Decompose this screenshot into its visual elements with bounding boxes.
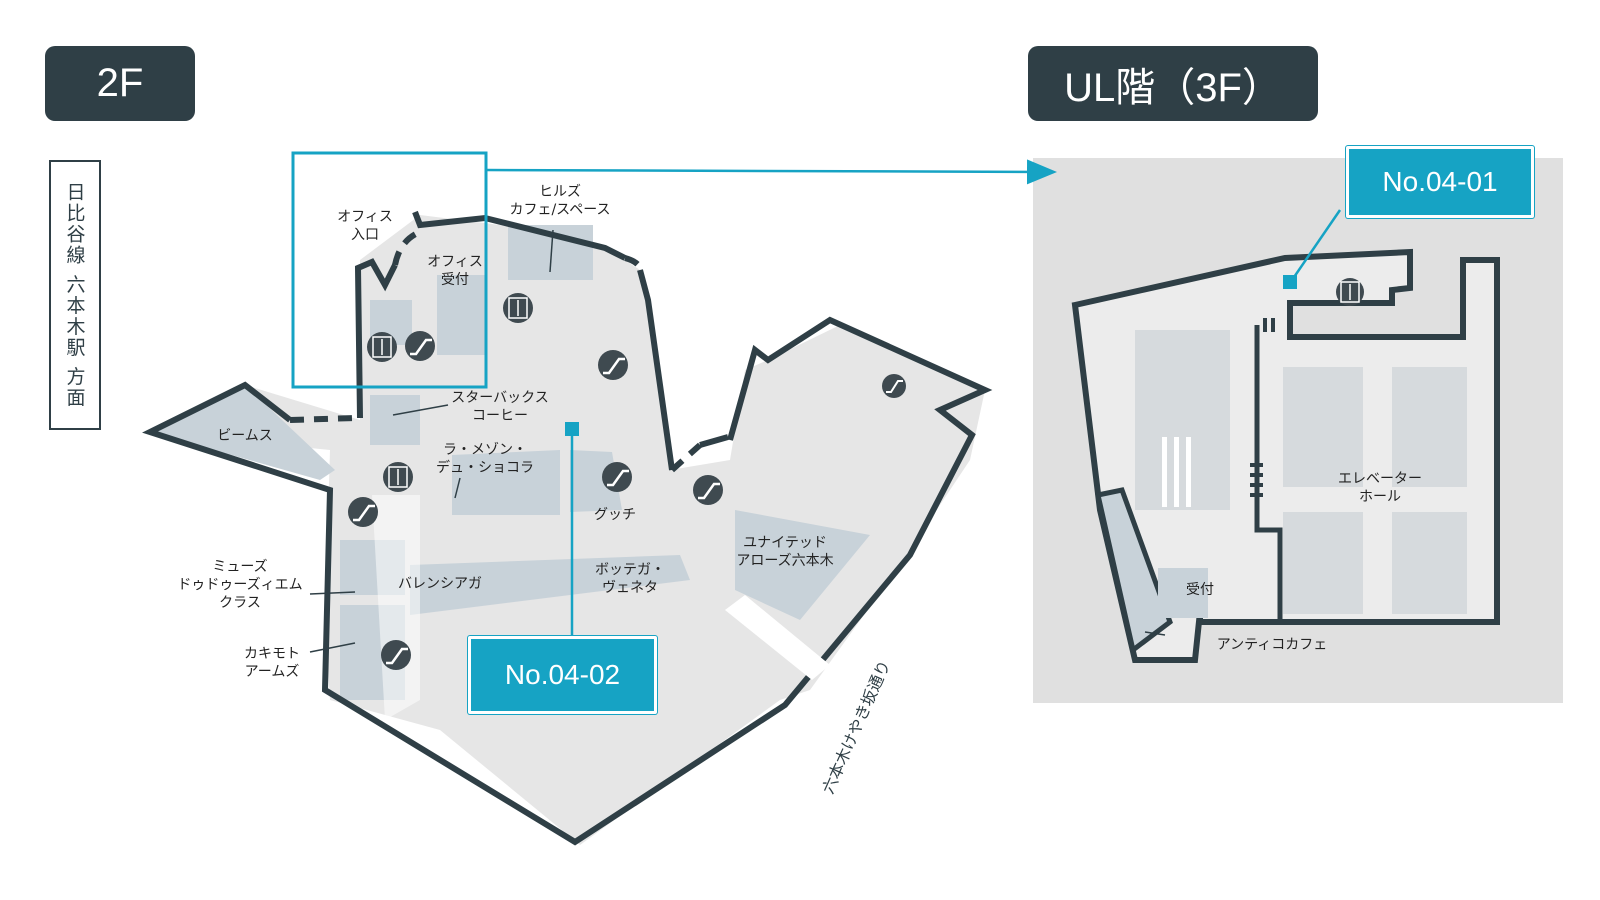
zoom-arrow — [485, 159, 1057, 185]
label-office-entrance: オフィス 入口 — [337, 209, 393, 243]
label-la-maison: ラ・メゾン・ デュ・ショコラ — [436, 442, 534, 476]
label-starbucks: スターバックス コーヒー — [451, 390, 549, 424]
elevator-icon — [1336, 278, 1364, 306]
floor-badge-2f: 2F — [45, 46, 195, 121]
callout-04-02: No.04-02 — [468, 636, 657, 714]
escalator-icon — [693, 475, 723, 505]
label-united-arrows: ユナイテッド アローズ六本木 — [736, 535, 834, 569]
escalator-icon — [602, 462, 632, 492]
label-antico-cafe: アンティコカフェ — [1216, 637, 1328, 653]
2f-floor-plan — [142, 210, 993, 846]
street-label: 六本木けやき坂通り — [818, 657, 894, 796]
elevator-icon — [383, 462, 413, 492]
label-elevator-hall: エレベーター ホール — [1338, 471, 1422, 505]
escalator-icon — [882, 374, 906, 398]
escalator-icon — [348, 497, 378, 527]
station-direction-label: 日比谷線 六本木駅 方面 — [49, 160, 101, 430]
ul-floor-plan — [1071, 248, 1500, 663]
label-gucci: グッチ — [594, 507, 636, 523]
floor-badge-3f: UL階（3F） — [1028, 46, 1318, 121]
label-hills-cafe: ヒルズ カフェ/スペース — [509, 184, 611, 218]
label-office-reception: オフィス 受付 — [427, 254, 483, 288]
zoom-frame — [291, 151, 488, 389]
escalator-icon — [598, 350, 628, 380]
label-muse: ミューズ ドゥドゥーズィエム クラス — [177, 559, 303, 611]
location-marker-04-01 — [1283, 275, 1297, 289]
callout-04-01: No.04-01 — [1346, 146, 1534, 218]
elevator-icon — [503, 293, 533, 323]
label-reception: 受付 — [1186, 582, 1214, 598]
label-beams: ビームス — [217, 428, 273, 444]
label-bottega: ボッテガ・ ヴェネタ — [595, 562, 665, 596]
escalator-icon — [405, 331, 435, 361]
escalator-icon — [381, 640, 411, 670]
elevator-icon — [367, 332, 397, 362]
label-kakimoto: カキモト アームズ — [244, 646, 300, 680]
label-balenciaga: バレンシアガ — [398, 576, 482, 592]
location-marker-04-02 — [565, 422, 579, 436]
